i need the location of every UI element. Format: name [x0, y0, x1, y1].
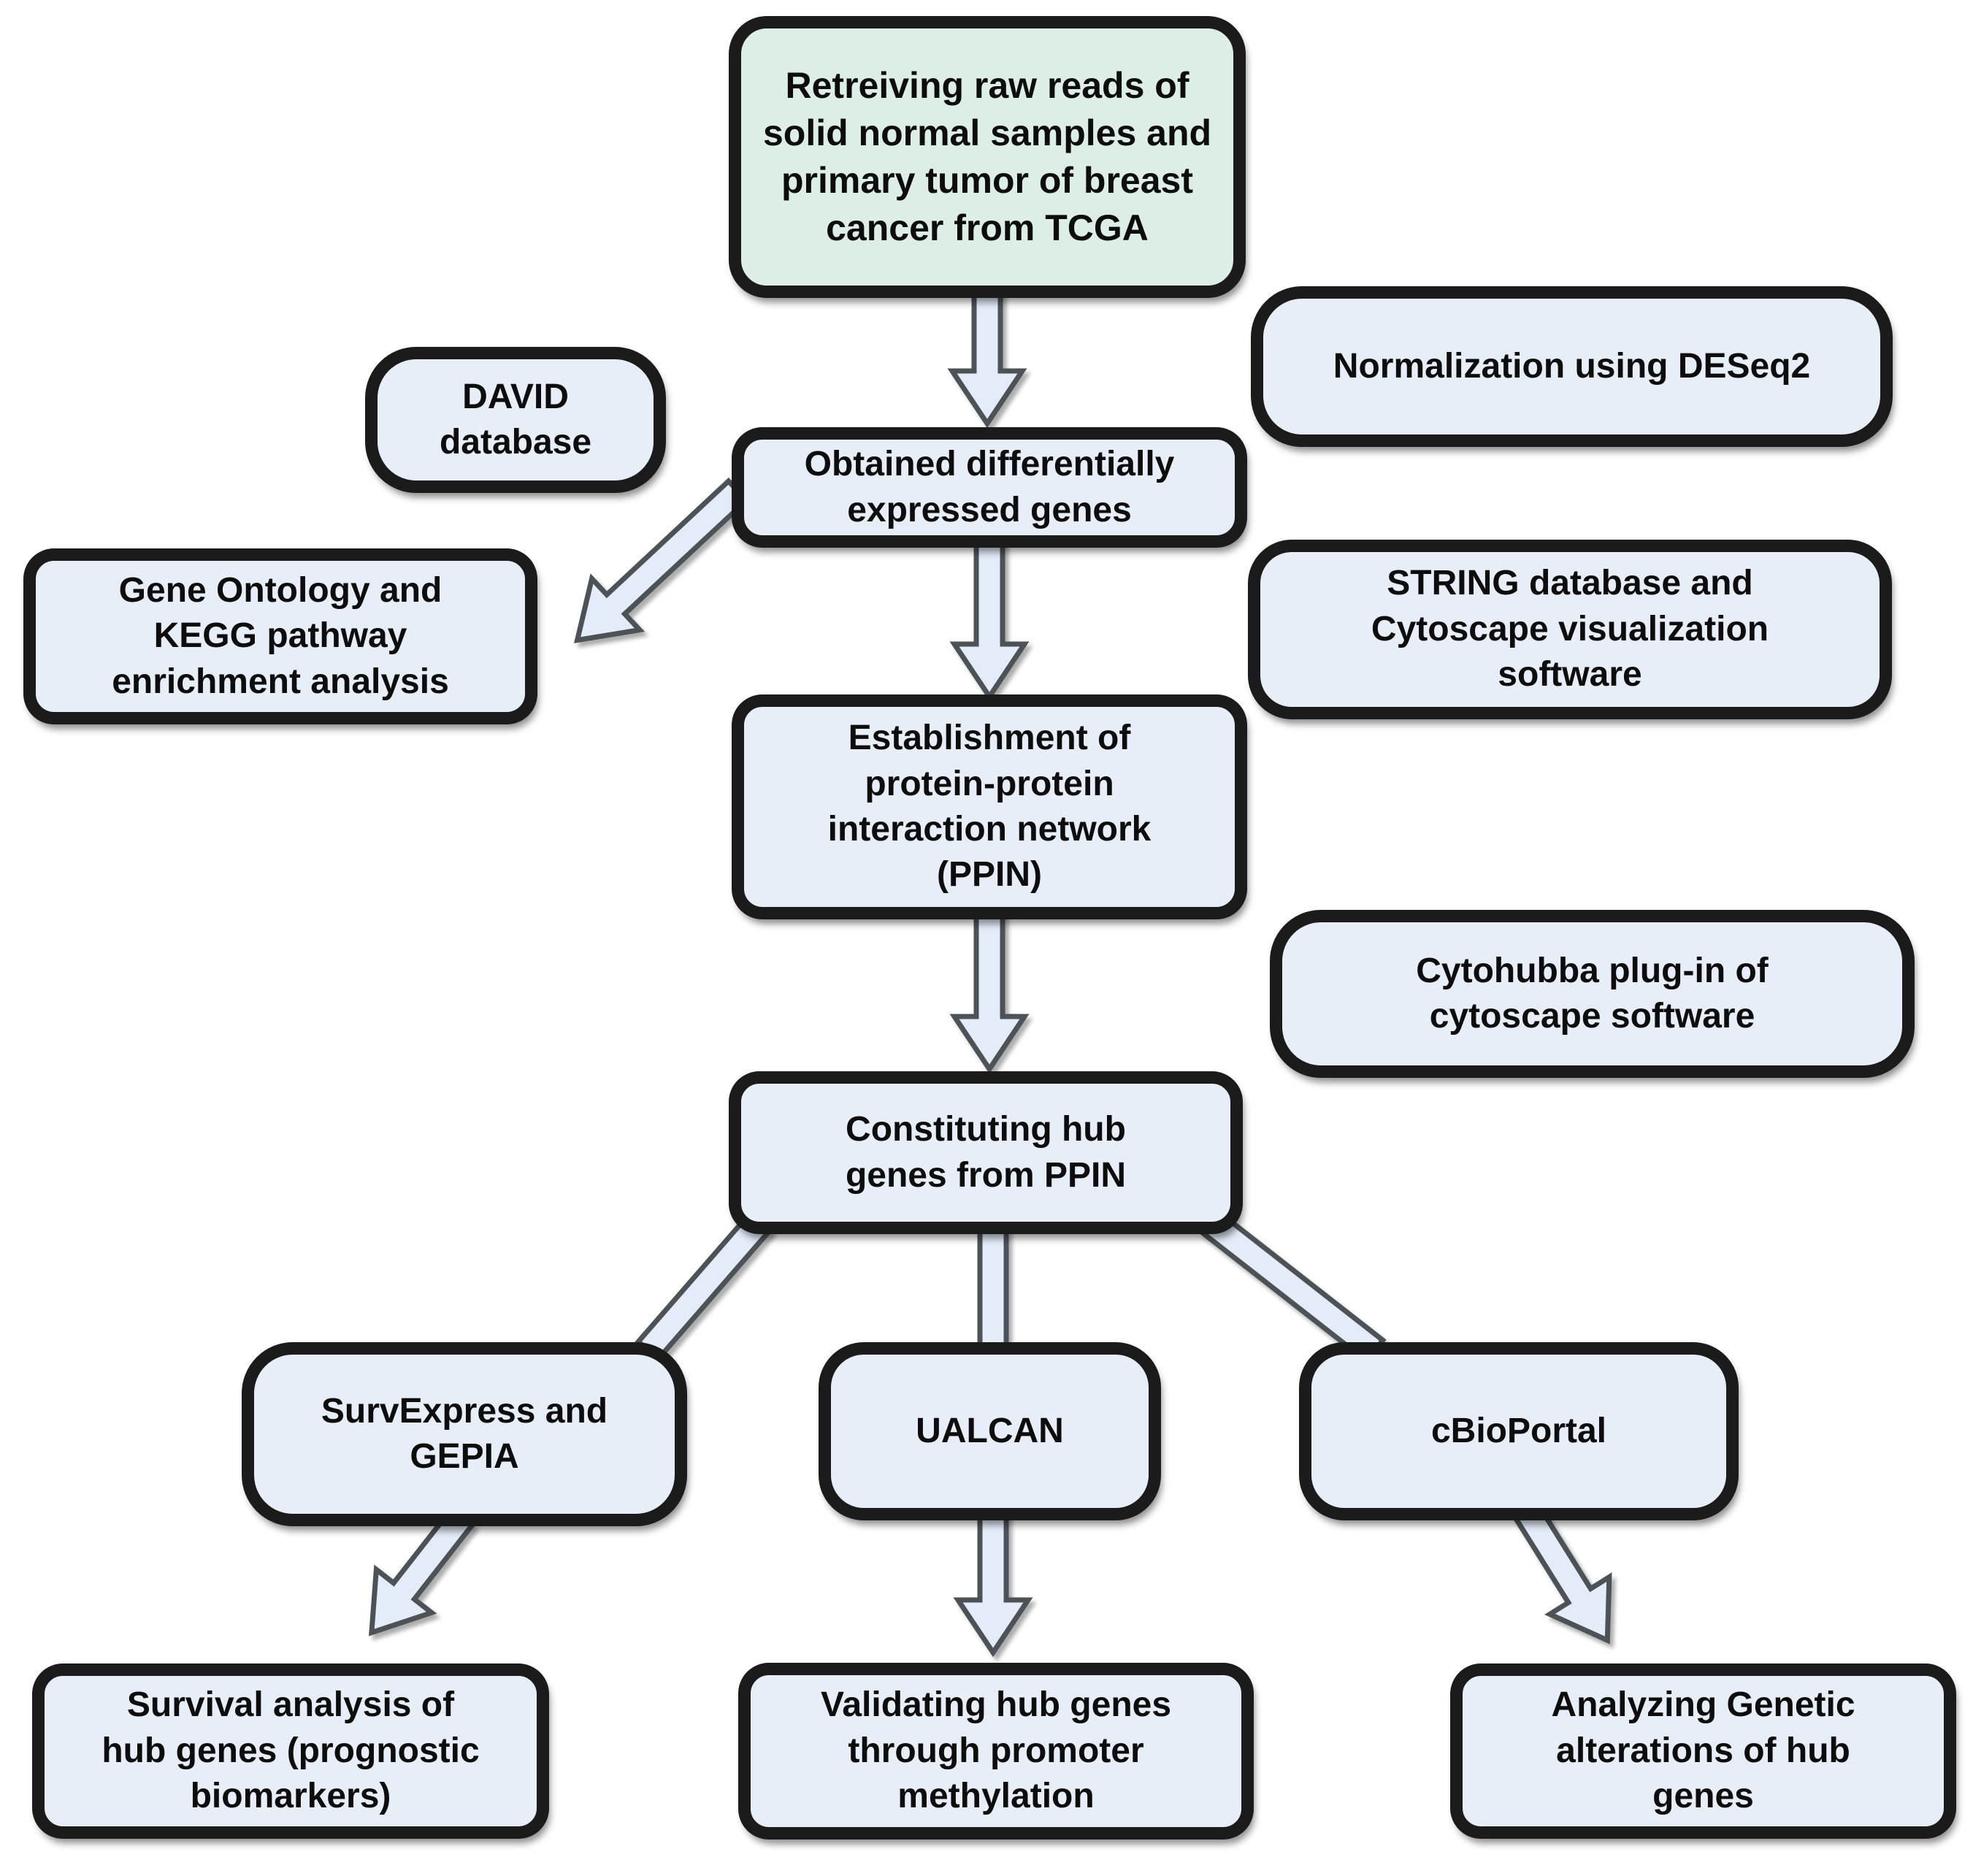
arrow-ualcan-to-methylation: [953, 1512, 1033, 1658]
node-promoter-methylation: Validating hub genes through promoter me…: [738, 1663, 1254, 1839]
arrow-deg-to-ppin: [949, 539, 1030, 702]
node-david-database: DAVID database: [365, 347, 666, 493]
node-deg: Obtained differentially expressed genes: [732, 427, 1247, 548]
node-string-cytoscape: STRING database and Cytoscape visualizat…: [1248, 540, 1892, 719]
node-cbioportal: cBioPortal: [1299, 1342, 1739, 1520]
node-ppin: Establishment of protein-protein interac…: [732, 694, 1247, 919]
node-hub-genes: Constituting hub genes from PPIN: [729, 1071, 1243, 1234]
connector-hub-genes-to-ualcan: [977, 1228, 1009, 1362]
node-genetic-alterations: Analyzing Genetic alterations of hub gen…: [1450, 1663, 1956, 1839]
connector-hub-genes-to-survexpress: [635, 1210, 773, 1363]
node-survival-analysis: Survival analysis of hub genes (prognost…: [32, 1663, 549, 1839]
node-normalization-deseq2: Normalization using DESeq2: [1251, 286, 1893, 447]
node-go-kegg: Gene Ontology and KEGG pathway enrichmen…: [23, 548, 537, 724]
connector-hub-genes-to-cbioportal: [1199, 1208, 1387, 1365]
node-ualcan: UALCAN: [819, 1342, 1161, 1520]
arrow-tcga-to-deg: [947, 288, 1027, 429]
node-cytohubba: Cytohubba plug-in of cytoscape software: [1270, 910, 1915, 1078]
arrow-ppin-to-hub-genes: [949, 911, 1030, 1074]
node-tcga: Retreiving raw reads of solid normal sam…: [729, 16, 1246, 298]
arrow-survexpress-to-survival: [368, 1506, 476, 1636]
arrow-deg-to-go-kegg: [573, 477, 751, 643]
node-survexpress-gepia: SurvExpress and GEPIA: [242, 1342, 687, 1526]
